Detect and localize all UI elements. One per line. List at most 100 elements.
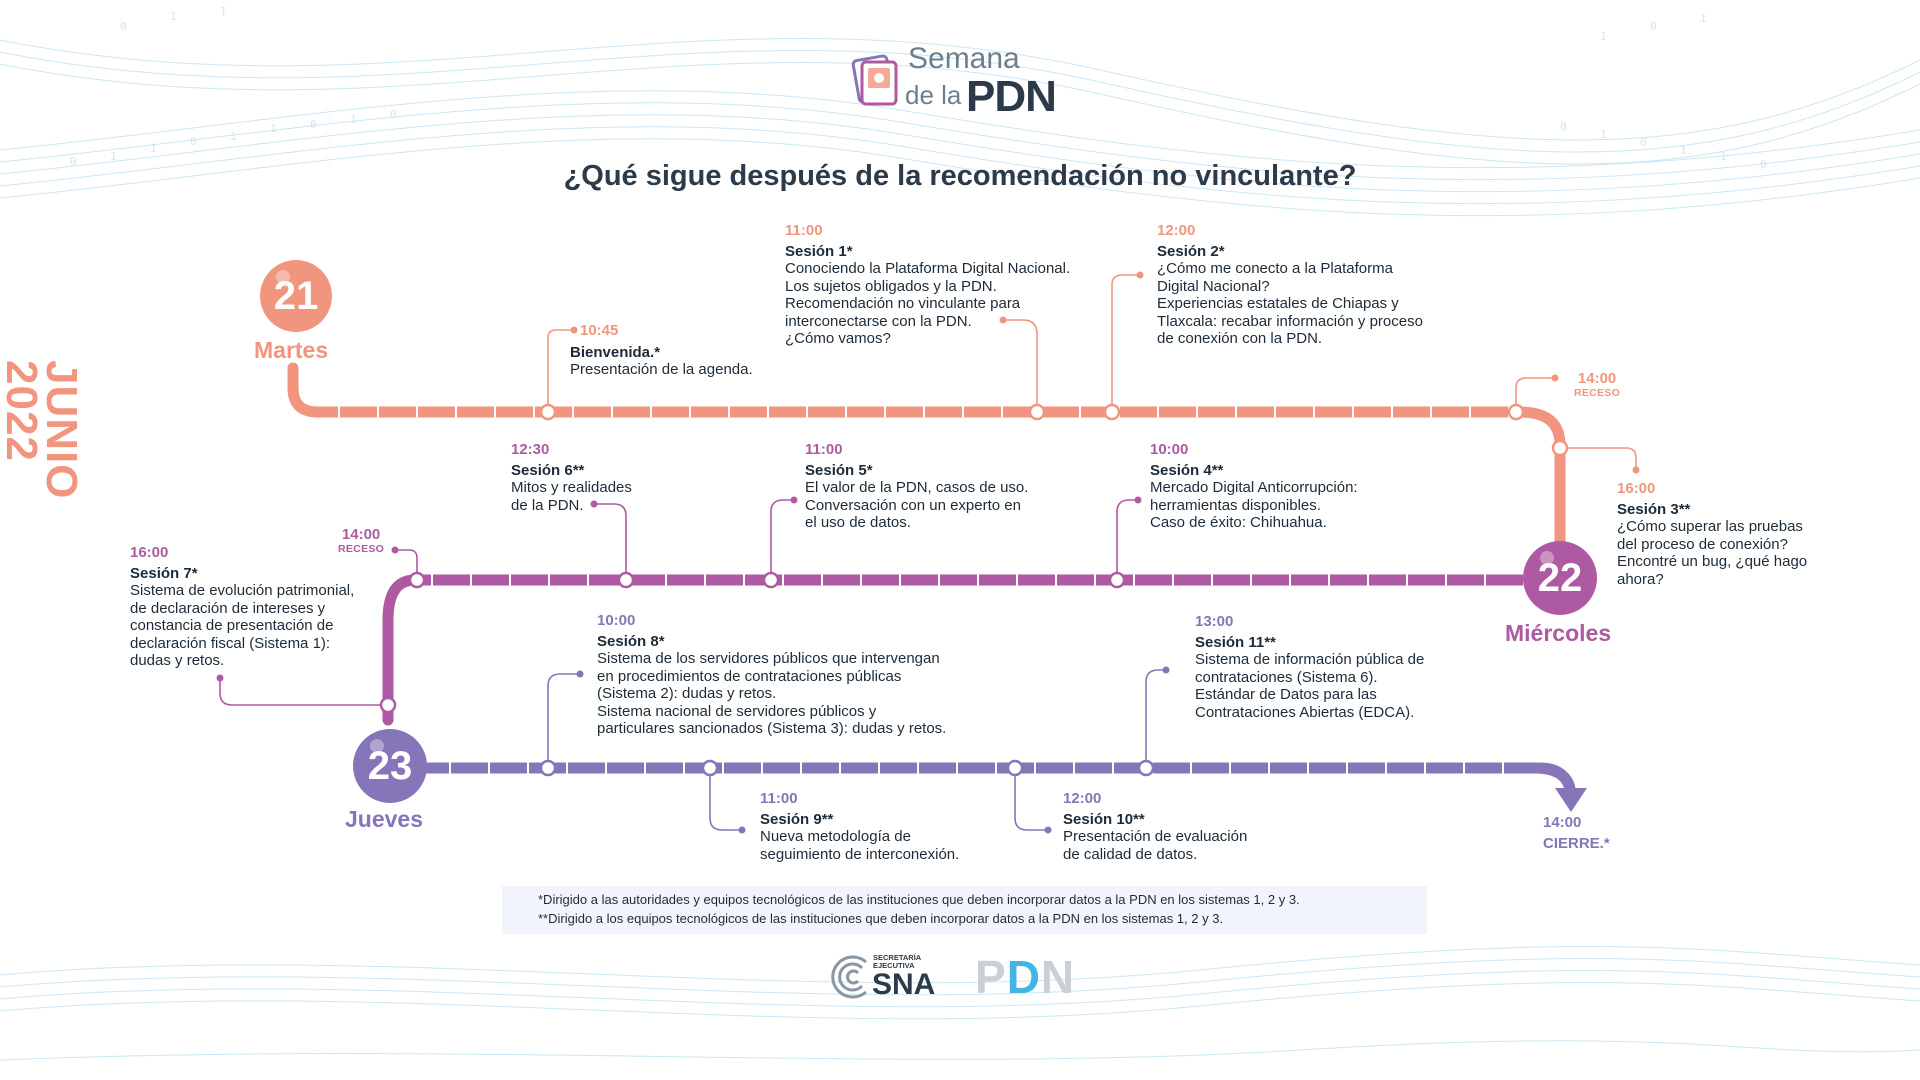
event-line: El valor de la PDN, casos de uso. (805, 479, 1029, 496)
svg-text:1: 1 (110, 150, 117, 163)
event-line: Mercado Digital Anticorrupción: (1150, 479, 1358, 496)
event-title: Sesión 10** (1063, 811, 1145, 828)
pdn-logo-n: N (1040, 951, 1076, 1003)
event-line: interconectarse con la PDN. (785, 312, 972, 330)
event-title: Bienvenida.* (570, 344, 661, 361)
event-time: 14:00 (341, 526, 381, 543)
event-time: 12:00 (1157, 222, 1196, 239)
event-line: Presentación de evaluación (1063, 828, 1248, 845)
event-name-pdn: PDN (966, 72, 1057, 121)
event-title: Sesión 3** (1617, 501, 1691, 518)
event-receso-1: 14:00 RECESO (1574, 370, 1620, 399)
event-title: Sesión 7* (130, 565, 198, 582)
svg-text:0: 0 (1650, 20, 1657, 33)
pdn-logo: PDN (975, 950, 1075, 1004)
event-line: (Sistema 2): dudas y retos. (597, 685, 777, 702)
event-line: Sistema de los servidores públicos que i… (597, 650, 940, 667)
event-sesion-10: 12:00 Sesión 10** Presentación de evalua… (1063, 790, 1247, 863)
event-line: de declaración de intereses y (130, 599, 326, 617)
event-title: Sesión 5* (805, 462, 873, 479)
event-line: ahora? (1617, 570, 1664, 588)
event-line: constancia de presentación de (130, 617, 334, 634)
event-title: Sesión 6** (511, 462, 585, 479)
event-name-line2-prefix: de la (905, 80, 962, 110)
event-line: contrataciones (Sistema 6). (1195, 668, 1378, 686)
event-line: seguimiento de interconexión. (760, 845, 960, 863)
svg-text:1: 1 (230, 130, 237, 143)
svg-text:1: 1 (270, 122, 277, 135)
event-bienvenida: 10:45 (580, 322, 618, 339)
event-title: Sesión 4** (1150, 462, 1224, 479)
sna-logo-icon (831, 955, 867, 999)
day-name-jueves: Jueves (345, 806, 424, 832)
event-time: 14:00 (1577, 370, 1617, 387)
event-time: 11:00 (805, 441, 843, 458)
event-sesion-9: 11:00 Sesión 9** Nueva metodología de se… (760, 790, 959, 863)
event-time: 10:00 (1150, 441, 1189, 458)
event-cierre: 14:00 CIERRE.* (1543, 814, 1610, 852)
page-title: ¿Qué sigue después de la recomendación n… (563, 160, 1357, 192)
svg-text:0: 0 (190, 135, 197, 148)
event-bienvenida-text: Bienvenida.* Presentación de la agenda. (570, 344, 753, 379)
event-sesion-5: 11:00 Sesión 5* El valor de la PDN, caso… (805, 441, 1028, 532)
event-line: Estándar de Datos para las (1195, 686, 1377, 703)
event-line: Recomendación no vinculante para (785, 295, 1021, 312)
event-sesion-8: 10:00 Sesión 8* Sistema de los servidore… (597, 612, 946, 738)
svg-text:1: 1 (1700, 12, 1707, 25)
svg-text:0: 0 (70, 155, 77, 168)
footnote-single: *Dirigido a las autoridades y equipos te… (538, 892, 1300, 907)
svg-text:0: 0 (390, 108, 397, 121)
event-sesion-2: 12:00 Sesión 2* ¿Cómo me conecto a la Pl… (1157, 222, 1423, 348)
event-line: de calidad de datos. (1063, 845, 1198, 863)
event-line: herramientas disponibles. (1150, 496, 1321, 514)
event-time: 13:00 (1195, 613, 1234, 630)
pdn-logo-p: P (975, 951, 1007, 1003)
event-line: Digital Nacional? (1157, 277, 1270, 295)
event-name-line1: Semana (908, 42, 1020, 75)
event-line: Encontré un bug, ¿qué hago (1617, 553, 1808, 570)
day-badge-21: 21 (273, 274, 319, 318)
event-sesion-7: 16:00 Sesión 7* Sistema de evolución pat… (130, 544, 354, 670)
event-line: Los sujetos obligados y la PDN. (785, 277, 997, 295)
event-line: ¿Cómo vamos? (785, 330, 891, 347)
event-logo-icon (851, 54, 898, 106)
event-line: Nueva metodología de (760, 828, 911, 845)
day-badge-23: 23 (367, 744, 413, 788)
svg-text:0: 0 (120, 20, 127, 33)
event-line: Caso de éxito: Chihuahua. (1150, 514, 1327, 531)
event-title: Sesión 9** (760, 811, 834, 828)
event-line: declaración fiscal (Sistema 1): (130, 634, 331, 652)
event-line: del proceso de conexión? (1617, 535, 1788, 553)
event-line: Contrataciones Abiertas (EDCA). (1195, 703, 1415, 721)
event-line: ¿Cómo superar las pruebas (1617, 518, 1803, 535)
cierre-label: CIERRE.* (1543, 835, 1610, 852)
event-line: particulares sancionados (Sistema 3): du… (597, 720, 947, 737)
footnote-double: **Dirigido a los equipos tecnológicos de… (538, 911, 1224, 926)
event-line: Conversación con un experto en (805, 496, 1021, 514)
day-name-miercoles: Miércoles (1505, 620, 1612, 646)
receso-label: RECESO (338, 543, 385, 555)
event-sesion-3: 16:00 Sesión 3** ¿Cómo superar las prueb… (1617, 480, 1807, 588)
event-line: Experiencias estatales de Chiapas y (1157, 295, 1399, 312)
svg-text:1: 1 (350, 113, 357, 126)
footnotes-box: *Dirigido a las autoridades y equipos te… (502, 886, 1427, 934)
event-sesion-6: 12:30 Sesión 6** Mitos y realidades de l… (511, 441, 632, 514)
event-line: dudas y retos. (130, 652, 225, 669)
sna-caption: SECRETARÍA EJECUTIVA (873, 954, 921, 970)
sna-caption-line1: SECRETARÍA (873, 953, 922, 962)
svg-text:0: 0 (1760, 158, 1767, 171)
svg-text:1: 1 (150, 142, 157, 155)
event-title: Sesión 2* (1157, 243, 1225, 260)
event-time: 16:00 (130, 544, 169, 561)
event-time: 11:00 (785, 222, 823, 239)
event-line: de conexión con la PDN. (1157, 330, 1323, 347)
event-title: Sesión 8* (597, 633, 665, 650)
event-time: 10:45 (580, 322, 619, 339)
day-name-martes: Martes (254, 337, 329, 363)
day-badge-22: 22 (1537, 556, 1583, 600)
event-time: 10:00 (597, 612, 636, 629)
svg-text:1: 1 (1600, 128, 1607, 141)
